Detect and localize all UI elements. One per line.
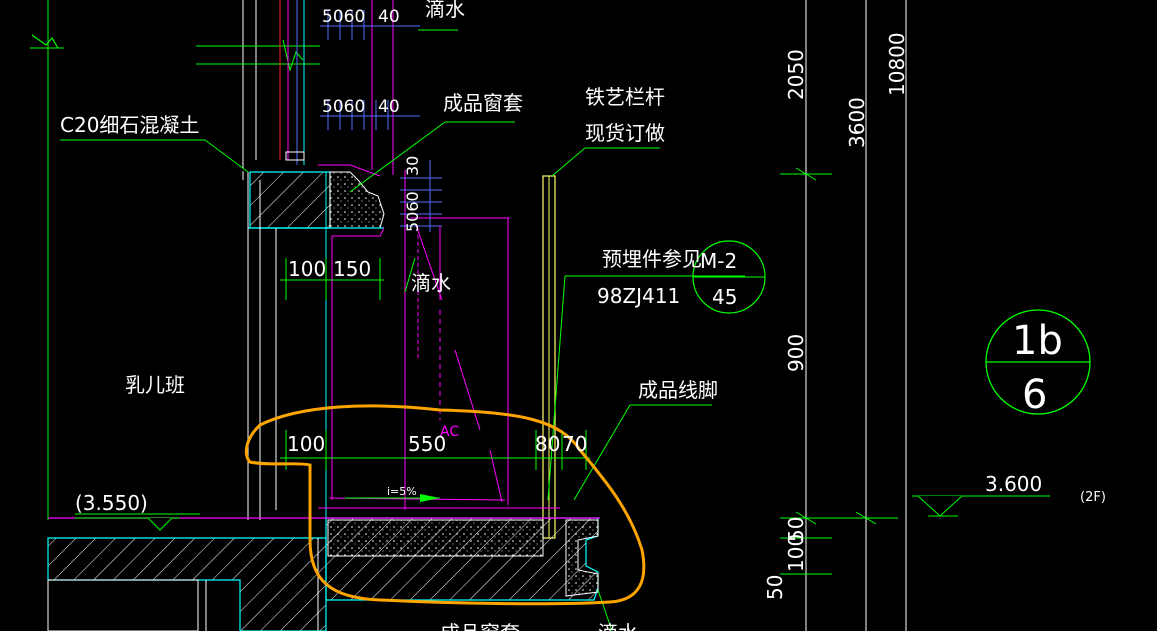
label-drip-top: 滴水 [425, 0, 465, 21]
label-ac: AC [440, 424, 459, 440]
label-c20: C20细石混凝土 [60, 113, 199, 137]
dim-5060-mid: 5060 [322, 97, 365, 117]
dim-5060-top: 5060 [322, 7, 365, 27]
label-iron-railing-2: 现货订做 [585, 121, 665, 145]
label-room-name: 乳儿班 [125, 373, 185, 397]
level-right: 3.600 [985, 472, 1042, 496]
callout-detail-bottom: 6 [1022, 372, 1047, 418]
floor-tag: (2F) [1080, 490, 1106, 505]
labels: C20细石混凝土 成品窗套 铁艺栏杆 现货订做 滴水 滴水 预埋件参见 98ZJ… [60, 0, 1106, 631]
dim-100-upper: 100 [288, 257, 326, 281]
label-slope: i=5% [387, 485, 417, 498]
dim-40-top: 40 [378, 7, 400, 27]
callout-m2-top: M-2 [700, 249, 737, 273]
label-window-trim-top: 成品窗套 [443, 91, 523, 115]
dim-40-mid: 40 [378, 97, 400, 117]
dim-v3600: 3600 [845, 97, 869, 148]
label-embedded-part: 预埋件参见 [602, 247, 702, 271]
dim-v50a: 50 [784, 517, 808, 542]
label-window-trim-bottom: 成品窗套 [440, 621, 520, 631]
dim-30-vert: 30 [403, 156, 422, 176]
callout-detail-top: 1b [1012, 318, 1063, 364]
label-embedded-code: 98ZJ411 [597, 284, 680, 308]
dimension-lines [320, 10, 442, 232]
dim-80-lower: 80 [535, 432, 560, 456]
dim-v900: 900 [784, 334, 808, 372]
highlight-annotation [244, 404, 646, 606]
dim-5060-vert: 5060 [403, 191, 422, 232]
label-drip-mid: 滴水 [411, 271, 451, 295]
callout-detail-1b6 [985, 309, 1091, 415]
callout-m2 [692, 240, 766, 314]
label-iron-railing-1: 铁艺栏杆 [585, 85, 665, 109]
dim-70-lower: 70 [562, 432, 587, 456]
dimension-lines-green [60, 29, 1050, 531]
level-left: (3.550) [75, 491, 148, 515]
label-skirting: 成品线脚 [638, 378, 718, 402]
callout-m2-bottom: 45 [712, 285, 737, 309]
dim-v50b: 50 [763, 575, 787, 600]
dim-v100: 100 [784, 534, 808, 572]
dim-550-lower: 550 [408, 432, 446, 456]
dim-v10800: 10800 [885, 32, 909, 96]
slope-arrow [345, 494, 440, 502]
label-drip-bottom: 滴水 [598, 621, 638, 631]
dim-100-lower: 100 [287, 432, 325, 456]
structure-lines [30, 0, 907, 631]
dim-150-upper: 150 [333, 257, 371, 281]
dim-v2050: 2050 [784, 49, 808, 100]
